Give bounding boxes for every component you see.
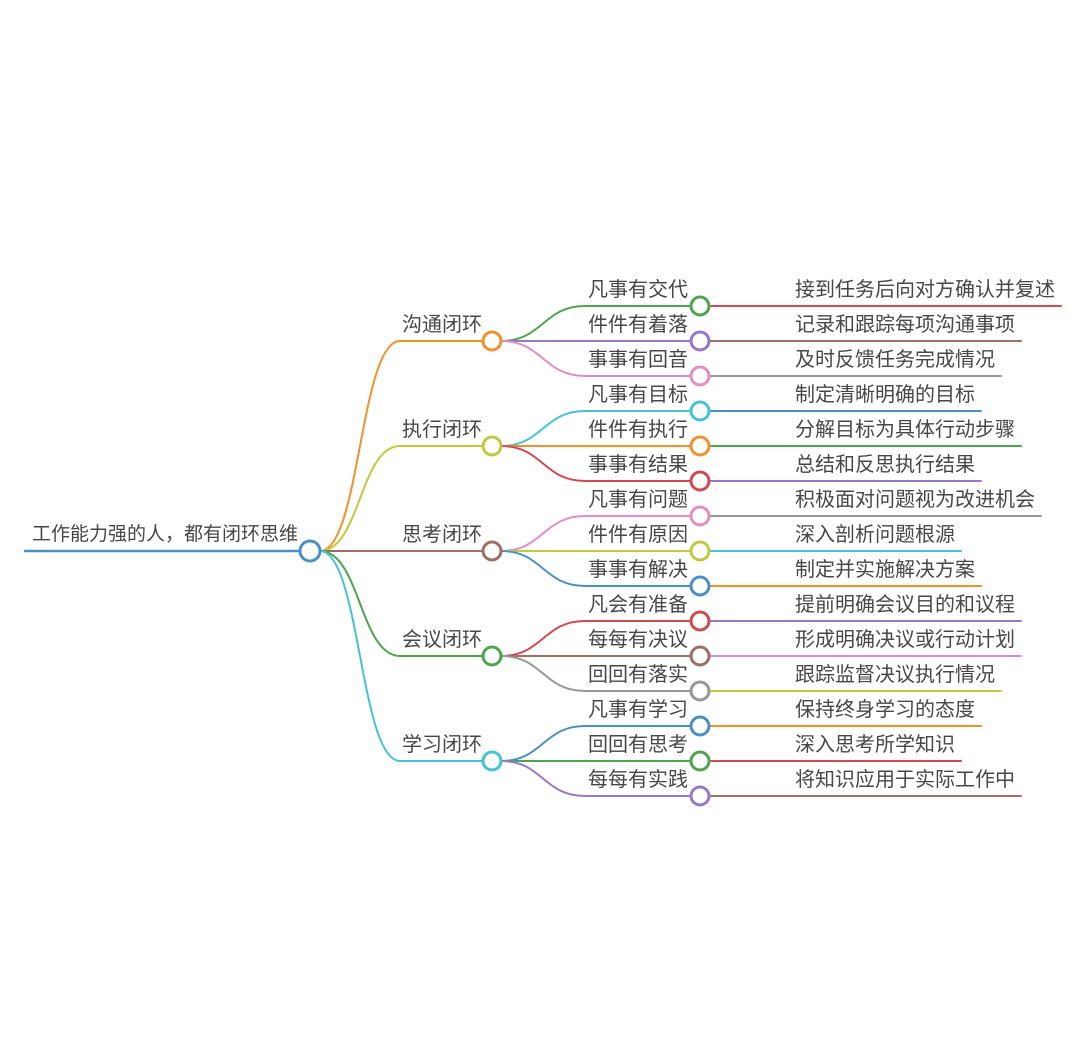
subtopic-collapse-toggle[interactable] [689, 750, 711, 772]
link-curve [500, 655, 586, 692]
subtopic-collapse-toggle[interactable] [689, 400, 711, 422]
link-curve [500, 760, 586, 797]
subtopic-collapse-toggle[interactable] [689, 365, 711, 387]
subtopic-collapse-toggle[interactable] [689, 505, 711, 527]
branch-collapse-toggle[interactable] [481, 330, 503, 352]
link-curve [319, 550, 401, 657]
branch-collapse-toggle[interactable] [481, 435, 503, 457]
subtopic-collapse-toggle[interactable] [689, 540, 711, 562]
subtopic-collapse-toggle[interactable] [689, 785, 711, 807]
subtopic-collapse-toggle[interactable] [689, 610, 711, 632]
subtopic-collapse-toggle[interactable] [689, 575, 711, 597]
link-curve [500, 550, 586, 587]
link-curve [500, 445, 586, 482]
link-curve [319, 340, 401, 552]
subtopic-collapse-toggle[interactable] [689, 470, 711, 492]
link-curve [319, 445, 401, 552]
link-curve [500, 340, 586, 377]
link-curve [500, 515, 586, 552]
subtopic-collapse-toggle[interactable] [689, 435, 711, 457]
subtopic-collapse-toggle[interactable] [689, 715, 711, 737]
link-curve [500, 620, 586, 657]
branch-collapse-toggle[interactable] [481, 540, 503, 562]
branch-collapse-toggle[interactable] [481, 645, 503, 667]
subtopic-collapse-toggle[interactable] [689, 645, 711, 667]
link-curve [500, 305, 586, 342]
branch-collapse-toggle[interactable] [481, 750, 503, 772]
root-collapse-toggle[interactable] [298, 539, 322, 563]
link-curve [319, 550, 401, 762]
subtopic-collapse-toggle[interactable] [689, 680, 711, 702]
subtopic-collapse-toggle[interactable] [689, 330, 711, 352]
link-curve [500, 725, 586, 762]
subtopic-collapse-toggle[interactable] [689, 295, 711, 317]
link-curve [500, 410, 586, 447]
